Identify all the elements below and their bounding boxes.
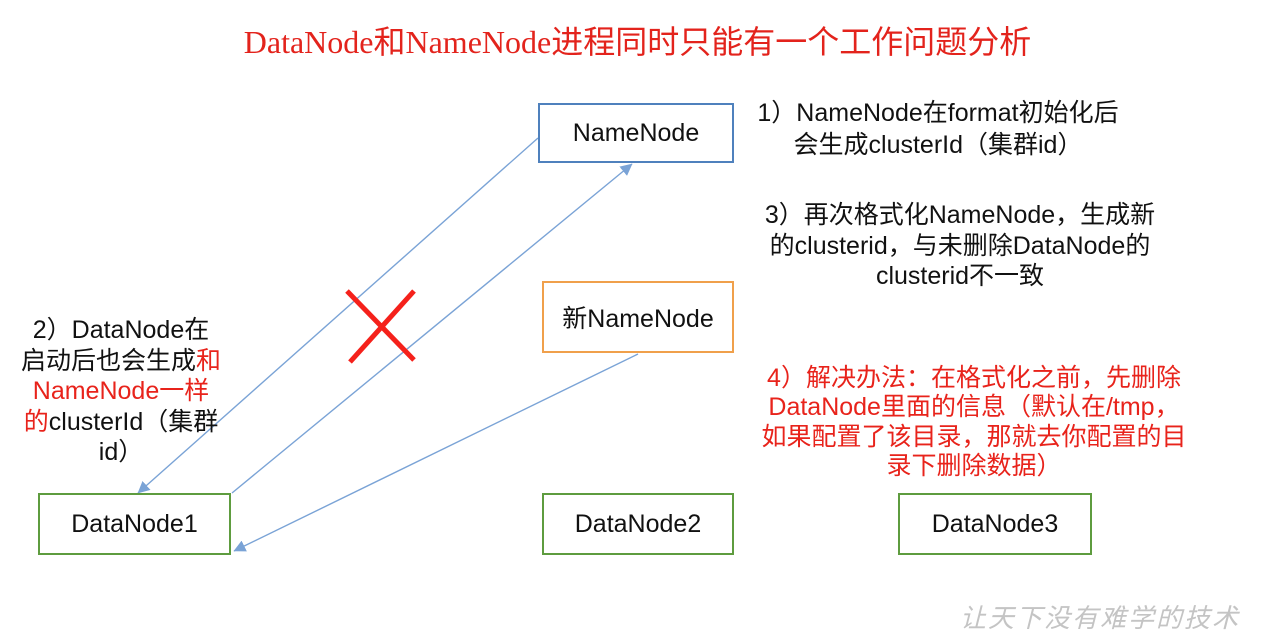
datanode3-label: DataNode3 bbox=[931, 509, 1059, 538]
note-highlight: 的 bbox=[23, 407, 49, 436]
note-line: 2）DataNode在 bbox=[6, 315, 236, 346]
note-line: 1）NameNode在format初始化后 bbox=[757, 99, 1119, 127]
note-text: 启动后也会生成 bbox=[20, 346, 196, 375]
new-namenode-label: 新NameNode bbox=[562, 305, 714, 333]
note-text: 2）DataNode在 bbox=[32, 316, 210, 344]
note-line: 4）解决办法：在格式化之前，先删除 bbox=[767, 363, 1181, 392]
namenode-label: NameNode bbox=[572, 118, 700, 147]
note-format-clusterid: 1）NameNode在format初始化后 会生成clusterId（集群id） bbox=[728, 97, 1148, 161]
datanode1-label: DataNode1 bbox=[71, 509, 198, 538]
note-line: 的clusterId（集群 bbox=[6, 407, 236, 438]
slide-title: DataNode和NameNode进程同时只能有一个工作问题分析 bbox=[243, 24, 1032, 60]
note-line: 启动后也会生成和 bbox=[6, 346, 236, 377]
namenode-box: NameNode bbox=[538, 103, 734, 163]
datanode2-box: DataNode2 bbox=[542, 493, 734, 555]
datanode1-box: DataNode1 bbox=[38, 493, 231, 555]
note-line: DataNode里面的信息（默认在/tmp， bbox=[768, 393, 1180, 421]
new-namenode-box: 新NameNode bbox=[542, 281, 734, 353]
red-cross-icon bbox=[345, 289, 416, 364]
note-line: clusterid不一致 bbox=[875, 262, 1045, 290]
note-solution: 4）解决办法：在格式化之前，先删除 DataNode里面的信息（默认在/tmp，… bbox=[739, 364, 1209, 482]
note-line: id） bbox=[6, 437, 236, 468]
note-line: NameNode一样 bbox=[6, 376, 236, 407]
note-text: clusterId（集群 bbox=[48, 407, 219, 436]
note-line: 录下删除数据） bbox=[886, 452, 1062, 480]
datanode2-label: DataNode2 bbox=[574, 509, 702, 538]
note-reformat-mismatch: 3）再次格式化NameNode，生成新 的clusterid，与未删除DataN… bbox=[740, 200, 1180, 292]
note-line: 会生成clusterId（集群id） bbox=[793, 131, 1083, 159]
note-line: 3）再次格式化NameNode，生成新 bbox=[764, 201, 1156, 229]
note-datanode-clusterid: 2）DataNode在 启动后也会生成和 NameNode一样 的cluster… bbox=[6, 315, 236, 468]
note-line: 的clusterid，与未删除DataNode的 bbox=[769, 231, 1151, 260]
note-highlight: NameNode一样 bbox=[32, 377, 210, 405]
watermark-slogan: 让天下没有难学的技术 bbox=[960, 604, 1241, 634]
note-line: 如果配置了该目录，那就去你配置的目 bbox=[761, 422, 1187, 451]
datanode3-box: DataNode3 bbox=[898, 493, 1092, 555]
note-text: id） bbox=[98, 438, 144, 466]
note-highlight: 和 bbox=[196, 346, 222, 375]
